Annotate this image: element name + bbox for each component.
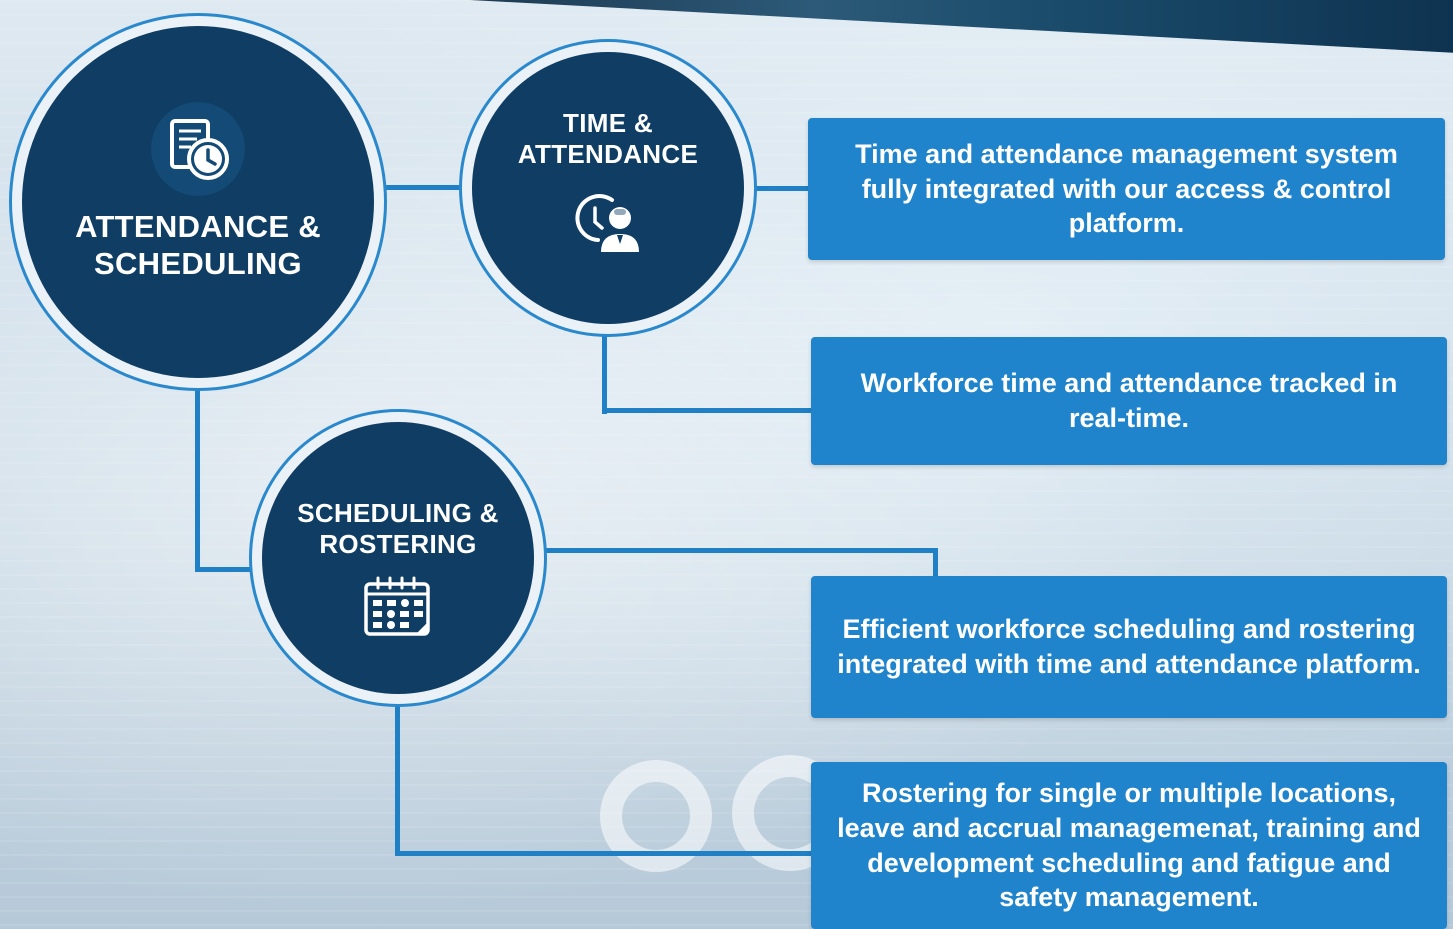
description-box-workforce-scheduling: Efficient workforce scheduling and roste… (811, 576, 1447, 718)
clock-person-icon (575, 194, 639, 253)
connector-time-to-desc2 (602, 408, 812, 413)
main-node: ATTENDANCE & SCHEDULING (22, 26, 374, 378)
time-attendance-node: TIME & ATTENDANCE (472, 52, 744, 324)
connector-scheduling-to-desc3 (933, 548, 938, 578)
description-text-4: Rostering for single or multiple locatio… (837, 777, 1421, 913)
connector-main-to-time (374, 185, 474, 190)
main-title-line-2: SCHEDULING (94, 246, 302, 281)
main-node-title: ATTENDANCE & SCHEDULING (75, 208, 321, 282)
scheduling-title-line-1: SCHEDULING & (297, 498, 499, 528)
calendar-icon (364, 576, 430, 637)
description-text-3: Efficient workforce scheduling and roste… (837, 614, 1421, 679)
scheduling-title-line-2: ROSTERING (319, 529, 477, 560)
connector-time-down (602, 324, 607, 414)
connector-scheduling-right (534, 548, 938, 553)
main-icon-badge (151, 101, 245, 196)
document-clock-icon (170, 118, 229, 180)
time-title-line-1: TIME & (563, 108, 653, 138)
connector-scheduling-to-desc4 (395, 851, 813, 856)
description-box-time-attendance-system: Time and attendance management system fu… (808, 118, 1445, 260)
description-text-2: Workforce time and attendance tracked in… (860, 368, 1398, 433)
connector-main-down (195, 378, 200, 572)
scheduling-rostering-title: SCHEDULING & ROSTERING (297, 498, 499, 560)
description-box-rostering: Rostering for single or multiple locatio… (811, 762, 1447, 929)
scheduling-rostering-node: SCHEDULING & ROSTERING (262, 422, 534, 694)
connector-main-to-scheduling (195, 567, 265, 572)
connector-time-to-desc1 (744, 186, 810, 191)
description-box-realtime-tracking: Workforce time and attendance tracked in… (811, 337, 1447, 465)
main-title-line-1: ATTENDANCE & (75, 208, 321, 244)
connector-scheduling-down (395, 694, 400, 856)
time-title-line-2: ATTENDANCE (517, 139, 699, 170)
time-attendance-title: TIME & ATTENDANCE (518, 108, 698, 170)
description-text-1: Time and attendance management system fu… (855, 138, 1398, 239)
